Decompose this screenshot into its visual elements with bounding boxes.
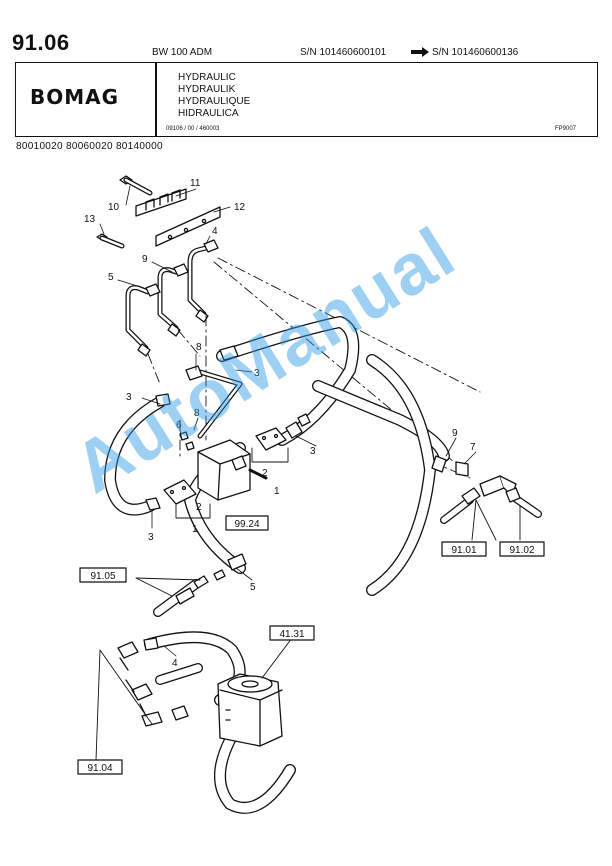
- pump-assembly-99-24: [197, 439, 268, 501]
- machine-model: BW 100 ADM: [152, 47, 213, 58]
- title-english: HYDRAULIC: [178, 72, 236, 83]
- pipe-part-9-upper-inner: [158, 268, 178, 330]
- callout-2-right: 2: [262, 468, 268, 479]
- callout-11: 11: [190, 178, 201, 189]
- ref-box-91-04: 91.04: [77, 759, 123, 775]
- callout-3-lower: 3: [148, 532, 154, 543]
- hydraulic-exploded-diagram: 99.24 91.01 91.02 91.05 41.31 91.04: [77, 175, 545, 814]
- ref-label-41-31: 41.31: [279, 629, 304, 640]
- callout-9-right: 9: [452, 428, 458, 439]
- serial-to: S/N 101460600136: [432, 47, 519, 58]
- ref-label-91-01: 91.01: [451, 545, 476, 556]
- brand-logo: BOMAG: [30, 85, 120, 109]
- serial-from: S/N 101460600101: [300, 47, 387, 58]
- page-number: 91.06: [12, 30, 70, 55]
- pipe-part-9-upper: [157, 267, 179, 331]
- arrow-right-icon: [411, 47, 429, 57]
- callout-13: 13: [84, 214, 96, 225]
- document-code: 09106 / 00 / 460003: [166, 126, 220, 132]
- callout-8-lower: 8: [194, 408, 200, 419]
- steering-unit-41-31: [217, 673, 283, 747]
- callout-1-right: 1: [274, 486, 280, 497]
- plate-part-12: [155, 206, 221, 247]
- callout-3-left: 3: [126, 392, 132, 403]
- clamp-part-11: [135, 188, 187, 217]
- ref-box-91-01: 91.01: [441, 541, 487, 557]
- callout-7: 7: [470, 442, 476, 453]
- callout-4-upper: 4: [212, 226, 218, 237]
- title-french: HYDRAULIQUE: [178, 96, 251, 107]
- callout-8-upper: 8: [196, 342, 202, 353]
- flange-part-2-left: [163, 479, 197, 505]
- pipe-part-5-upper-inner: [126, 286, 150, 350]
- title-spanish: HIDRAULICA: [178, 108, 239, 119]
- callout-10: 10: [108, 202, 120, 213]
- flange-part-2-right: [255, 427, 287, 451]
- bolt-part-13: [96, 233, 125, 249]
- ref-label-91-04: 91.04: [87, 763, 112, 774]
- callout-3-upper: 3: [254, 368, 260, 379]
- title-block: [15, 62, 598, 137]
- figure-code: FP9007: [555, 126, 577, 132]
- ref-box-99-24: 99.24: [225, 515, 269, 531]
- pipe-part-4-upper-inner: [188, 246, 208, 316]
- callout-12: 12: [234, 202, 246, 213]
- ref-label-99-24: 99.24: [234, 519, 259, 530]
- callout-4-lower: 4: [172, 658, 178, 669]
- ref-label-91-05: 91.05: [90, 571, 115, 582]
- callout-5-upper: 5: [108, 272, 114, 283]
- ref-box-41-31: 41.31: [269, 625, 315, 641]
- bolt-part-10: [119, 175, 153, 196]
- callout-2-left: 2: [196, 502, 202, 513]
- ref-box-91-05: 91.05: [79, 567, 127, 583]
- part-numbers: 80010020 80060020 80140000: [16, 141, 163, 152]
- callout-5-lower: 5: [250, 582, 256, 593]
- ref-label-91-02: 91.02: [509, 545, 534, 556]
- callout-1-left: 1: [192, 524, 198, 535]
- callout-6: 6: [176, 420, 182, 431]
- elbow-fittings-91-04: [117, 637, 189, 727]
- callout-9-upper: 9: [142, 254, 148, 265]
- ref-box-91-02: 91.02: [499, 541, 545, 557]
- title-block-divider: [155, 62, 157, 137]
- title-german: HYDRAULIK: [178, 84, 236, 95]
- callout-3-right: 3: [310, 446, 316, 457]
